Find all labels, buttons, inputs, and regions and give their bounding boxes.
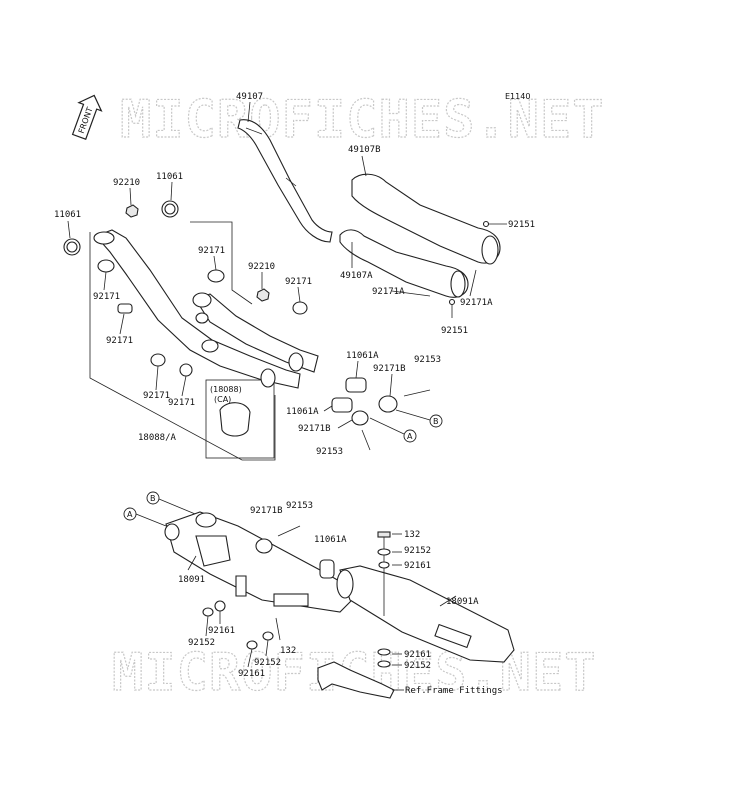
label-92171-b: 92171 [93, 292, 120, 302]
spacer-92161-lower [377, 648, 391, 656]
muffler-18091-body [195, 535, 231, 567]
clamp-92171b-bottom [255, 538, 273, 554]
inset-18088-ca [205, 379, 275, 459]
front-arrow-icon: FRONT [71, 94, 103, 140]
label-92171-e: 92171 [143, 391, 170, 401]
bolt-132-upper [377, 531, 391, 538]
clamp-92151-lower [448, 298, 456, 318]
clamp-92171-b [117, 303, 133, 314]
label-92171b-b: 92171B [298, 424, 331, 434]
bolt-92153-lower [361, 429, 371, 451]
ref-frame-fittings-note: Ref.Frame Fittings [405, 686, 503, 696]
label-92152-b: 92152 [404, 661, 431, 671]
bracket-frame-18088 [89, 232, 276, 461]
label-92153-c: 92153 [286, 501, 313, 511]
clamp-92171-c [207, 269, 225, 283]
bolt-92153-bottom [277, 525, 301, 537]
label-92171-f: 92171 [168, 398, 195, 408]
clamp-92171b-lower [351, 410, 369, 426]
clamp-92171b-upper [378, 395, 398, 413]
exhaust-pipe-rear [195, 293, 319, 373]
label-132-a: 132 [404, 530, 420, 540]
label-92151-b: 92151 [441, 326, 468, 336]
label-92161-b: 92161 [404, 650, 431, 660]
label-11061a-b: 11061A [286, 407, 319, 417]
leader-lines [67, 101, 477, 668]
spacer-92161-upper [378, 561, 390, 569]
label-11061-b: 11061 [156, 172, 183, 182]
inset-label-2: (CA) [214, 395, 231, 404]
sleeve-11061a-upper [345, 377, 367, 393]
svg-text:B: B [150, 494, 156, 503]
label-92161-a: 92161 [404, 561, 431, 571]
label-11061-a: 11061 [54, 210, 81, 220]
label-18088a: 18088/A [138, 433, 177, 443]
label-92171b-a: 92171B [373, 364, 406, 374]
label-18091: 18091 [178, 575, 205, 585]
heat-shield-49107a [339, 229, 469, 298]
exhaust-pipe-front [95, 229, 301, 389]
clamp-92171-a [97, 259, 115, 273]
washer-92152-lower [377, 660, 391, 668]
washer-92152-mid [262, 631, 274, 641]
label-92210-a: 92210 [113, 178, 140, 188]
label-49107a: 49107A [340, 271, 373, 281]
nut-92210-right [256, 288, 270, 302]
svg-text:A: A [407, 432, 413, 441]
frame-fitting-bracket [317, 661, 395, 699]
muffler-18091-badge [273, 593, 309, 607]
label-92161-d: 92161 [238, 669, 265, 679]
diagram-code: E1140 [505, 92, 530, 101]
clamp-92171-d [292, 301, 308, 315]
heat-shield-49107 [237, 119, 333, 243]
label-92153-b: 92153 [316, 447, 343, 457]
bolt-92153-upper [403, 389, 431, 397]
label-92171-d: 92171 [106, 336, 133, 346]
label-18091a: 18091A [446, 597, 479, 607]
label-92171b-c: 92171B [250, 506, 283, 516]
label-92210-b: 92210 [248, 262, 275, 272]
spacer-92161-mid [246, 640, 258, 650]
label-92171-a: 92171 [198, 246, 225, 256]
bolt-132-lower [275, 617, 281, 641]
label-49107: 49107 [236, 92, 263, 102]
heat-shield-49107b [351, 173, 501, 265]
watermark-top: MICROFICHES.NET [120, 90, 605, 150]
bracket-frame-upper [190, 221, 253, 305]
clamp-92171-e [150, 353, 166, 367]
label-11061a-c: 11061A [314, 535, 347, 545]
svg-text:A: A [127, 510, 133, 519]
clamp-92171-f [179, 363, 193, 377]
washer-92152-left [202, 607, 214, 617]
label-49107b: 49107B [348, 145, 381, 155]
washer-92152-upper [377, 548, 391, 556]
ref-circle-b-lower [146, 491, 160, 505]
label-92152-c: 92152 [188, 638, 215, 648]
label-92153-a: 92153 [414, 355, 441, 365]
clamp-92151-upper [482, 220, 507, 228]
label-92152-a: 92152 [404, 546, 431, 556]
label-92152-d: 92152 [254, 658, 281, 668]
label-92171a-b: 92171A [460, 298, 493, 308]
sleeve-11061a-bottom [319, 559, 335, 579]
spacer-92161-left [214, 600, 226, 612]
label-92161-c: 92161 [208, 626, 235, 636]
nut-92210-left [125, 204, 139, 218]
clamp-inset [219, 402, 251, 437]
inset-label-1: (18088) [210, 385, 242, 394]
ref-circle-b-upper [429, 414, 443, 428]
label-92151-a: 92151 [508, 220, 535, 230]
ref-circle-a-upper [403, 429, 417, 443]
label-132-b: 132 [280, 646, 296, 656]
label-11061a-a: 11061A [346, 351, 379, 361]
svg-text:B: B [433, 417, 439, 426]
muffler-18091a-badge [434, 623, 472, 649]
label-92171-c: 92171 [285, 277, 312, 287]
label-92171a-a: 92171A [372, 287, 405, 297]
part-labels: 49107 49107B 49107A 92151 92171A 11061 9… [54, 92, 535, 679]
sleeve-11061a-lower [331, 397, 353, 413]
